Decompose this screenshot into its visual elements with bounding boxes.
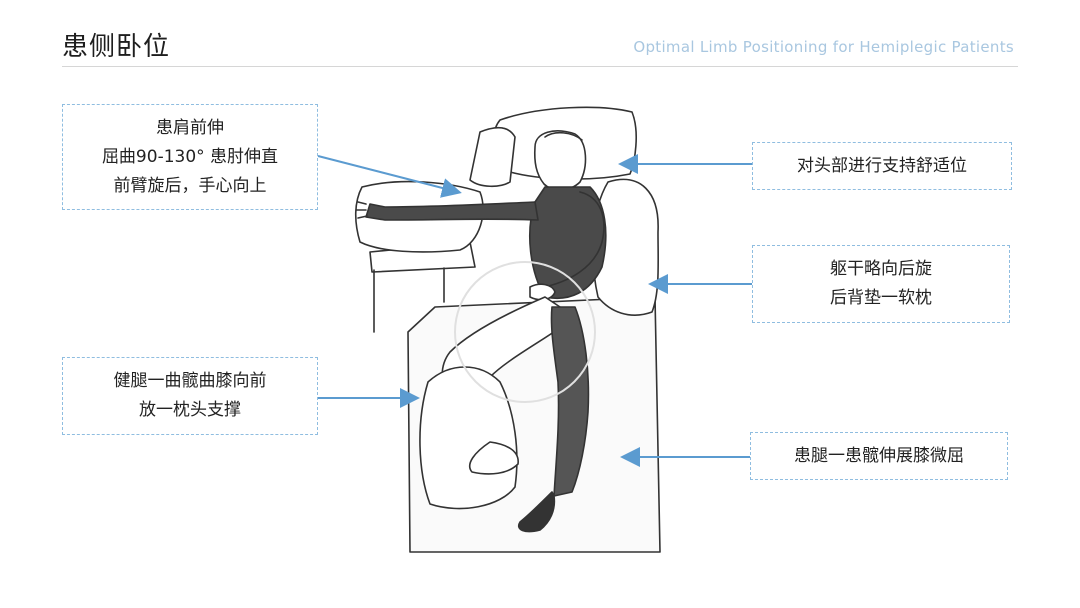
- patient-illustration: [340, 92, 685, 557]
- callout-trunk: 躯干略向后旋 后背垫一软枕: [752, 245, 1010, 323]
- callout-healthy-leg-line-2: 放一枕头支撑: [139, 396, 241, 425]
- callout-affected-leg-line-1: 患腿一患髋伸展膝微屈: [794, 442, 964, 471]
- callout-shoulder-line-1: 患肩前伸: [156, 114, 224, 143]
- callout-trunk-line-2: 后背垫一软枕: [830, 284, 932, 313]
- callout-head: 对头部进行支持舒适位: [752, 142, 1012, 190]
- callout-shoulder: 患肩前伸 屈曲90-130° 患肘伸直 前臂旋后，手心向上: [62, 104, 318, 210]
- header-divider: [62, 66, 1018, 67]
- page-title: 患侧卧位: [62, 26, 170, 63]
- callout-healthy-leg-line-1: 健腿一曲髋曲膝向前: [114, 367, 267, 396]
- callout-head-line-1: 对头部进行支持舒适位: [797, 152, 967, 181]
- callout-shoulder-line-2: 屈曲90-130° 患肘伸直: [102, 143, 278, 172]
- callout-trunk-line-1: 躯干略向后旋: [830, 255, 932, 284]
- callout-affected-leg: 患腿一患髋伸展膝微屈: [750, 432, 1008, 480]
- callout-shoulder-line-3: 前臂旋后，手心向上: [114, 172, 267, 201]
- callout-healthy-leg: 健腿一曲髋曲膝向前 放一枕头支撑: [62, 357, 318, 435]
- page-subtitle: Optimal Limb Positioning for Hemiplegic …: [633, 38, 1014, 56]
